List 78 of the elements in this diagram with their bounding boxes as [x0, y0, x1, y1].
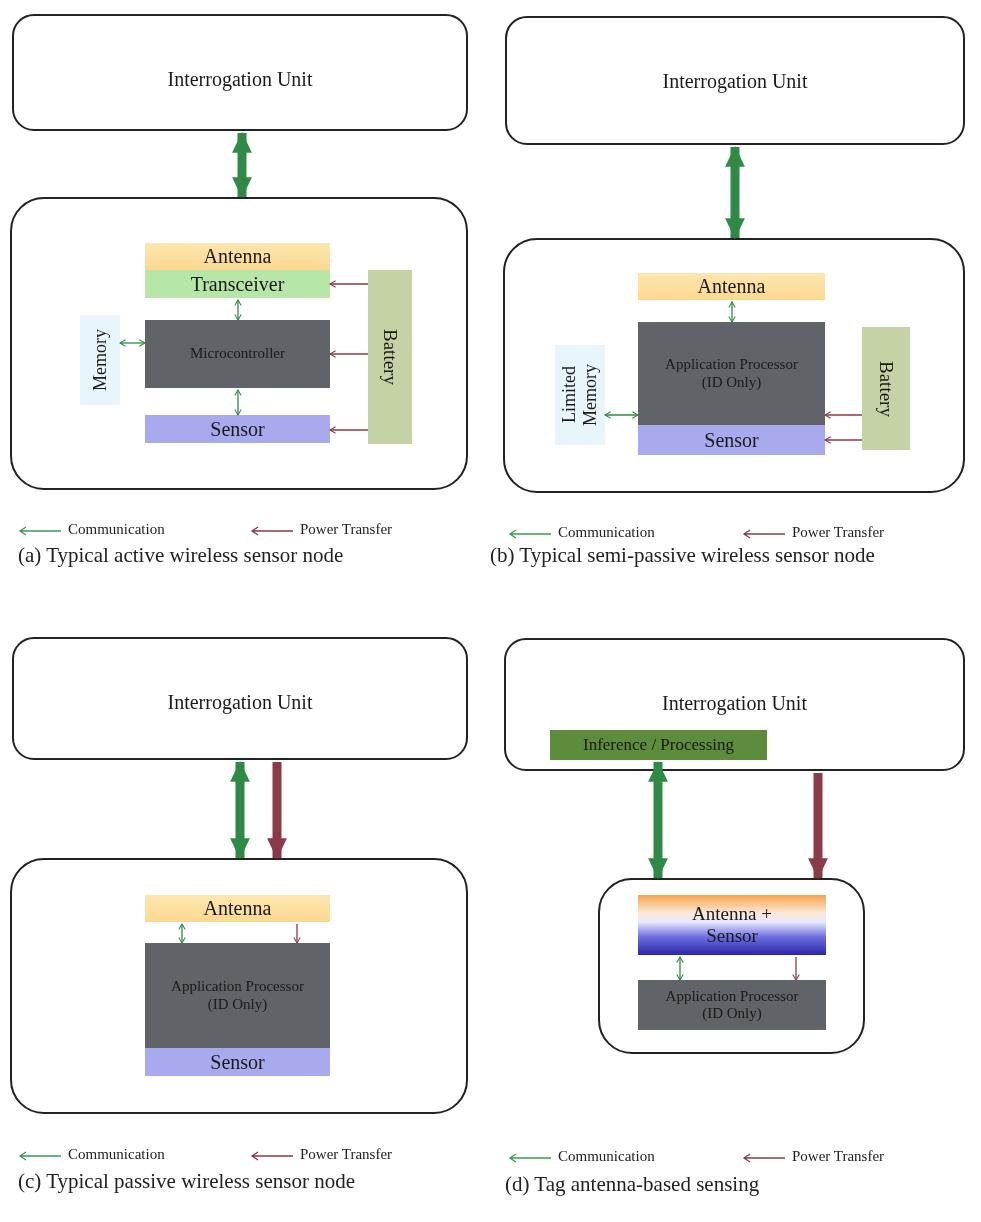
component-label: Sensor — [210, 417, 265, 441]
arrow — [824, 411, 863, 419]
component-label: Application Processor (ID Only) — [664, 987, 800, 1023]
unit-box — [505, 16, 965, 145]
legend-label: Communication — [68, 521, 165, 538]
component-box — [638, 895, 826, 955]
component-label: Inference / Processing — [582, 735, 735, 755]
component-label: Microcontroller — [190, 345, 285, 363]
component-box — [145, 1048, 330, 1076]
component-label: Transceiver — [190, 272, 285, 296]
arrow — [234, 389, 242, 416]
legend-label: Communication — [558, 1148, 655, 1165]
arrow — [119, 339, 146, 347]
component-label: Antenna — [203, 897, 272, 920]
arrow — [178, 923, 186, 944]
unit-label: Interrogation Unit — [167, 68, 313, 91]
arrow — [824, 436, 863, 444]
component-label: Battery — [875, 360, 897, 417]
legend-label: Communication — [68, 1146, 165, 1163]
processor-box — [638, 322, 825, 425]
component-box — [638, 425, 825, 455]
arrow — [329, 280, 369, 288]
sensor-node-box — [10, 858, 468, 1114]
arrow — [329, 350, 369, 358]
component-box — [368, 270, 412, 444]
legend-label: Power Transfer — [300, 1146, 393, 1163]
arrow — [293, 923, 301, 944]
arrow — [234, 299, 242, 321]
unit-box — [12, 14, 468, 131]
component-box — [80, 315, 120, 405]
component-label: Battery — [379, 329, 401, 385]
arrow — [728, 301, 736, 323]
component-box — [638, 273, 825, 300]
sensor-node-box — [10, 197, 468, 490]
component-label: Sensor — [704, 428, 759, 452]
arrow — [725, 145, 745, 240]
arrow — [792, 956, 800, 981]
processing-box — [550, 730, 767, 760]
arrow — [232, 131, 252, 199]
sensor-node-box — [598, 878, 865, 1054]
arrow — [329, 426, 369, 434]
component-box — [145, 415, 330, 443]
component-box — [145, 270, 330, 298]
unit-label: Interrogation Unit — [167, 691, 313, 714]
arrow — [604, 411, 639, 419]
processor-box — [145, 943, 330, 1048]
component-label: Application Processor (ID Only) — [170, 978, 305, 1013]
legend-label: Power Transfer — [792, 524, 885, 541]
caption: (a) Typical active wireless sensor node — [18, 542, 345, 569]
caption: (d) Tag antenna-based sensing — [505, 1171, 761, 1198]
component-label: Limited Memory — [559, 363, 601, 428]
component-label: Antenna — [697, 275, 766, 298]
unit-label: Interrogation Unit — [662, 70, 808, 93]
component-box — [555, 345, 605, 445]
component-label: Memory — [89, 329, 111, 391]
unit-label: Interrogation Unit — [662, 692, 807, 715]
arrow — [230, 760, 250, 860]
legend-label: Power Transfer — [300, 521, 393, 538]
arrow — [267, 762, 287, 860]
sensor-node-box — [503, 238, 965, 493]
caption: (b) Typical semi-passive wireless sensor node — [490, 542, 876, 569]
caption: (c) Typical passive wireless sensor node — [18, 1168, 356, 1195]
component-label: Antenna — [203, 245, 272, 268]
unit-box — [12, 637, 468, 760]
component-label: Application Processor (ID Only) — [664, 356, 799, 391]
arrow — [648, 760, 668, 880]
component-box — [145, 895, 330, 922]
arrow — [676, 956, 684, 981]
arrow — [808, 773, 828, 880]
legend-label: Power Transfer — [792, 1148, 885, 1165]
component-box — [862, 327, 910, 450]
unit-box — [504, 638, 965, 771]
processor-box — [145, 320, 330, 388]
component-box — [145, 243, 330, 270]
legend-label: Communication — [558, 524, 655, 541]
processor-box — [638, 980, 826, 1030]
component-label: Antenna + Sensor — [691, 903, 773, 947]
component-label: Sensor — [210, 1050, 265, 1074]
